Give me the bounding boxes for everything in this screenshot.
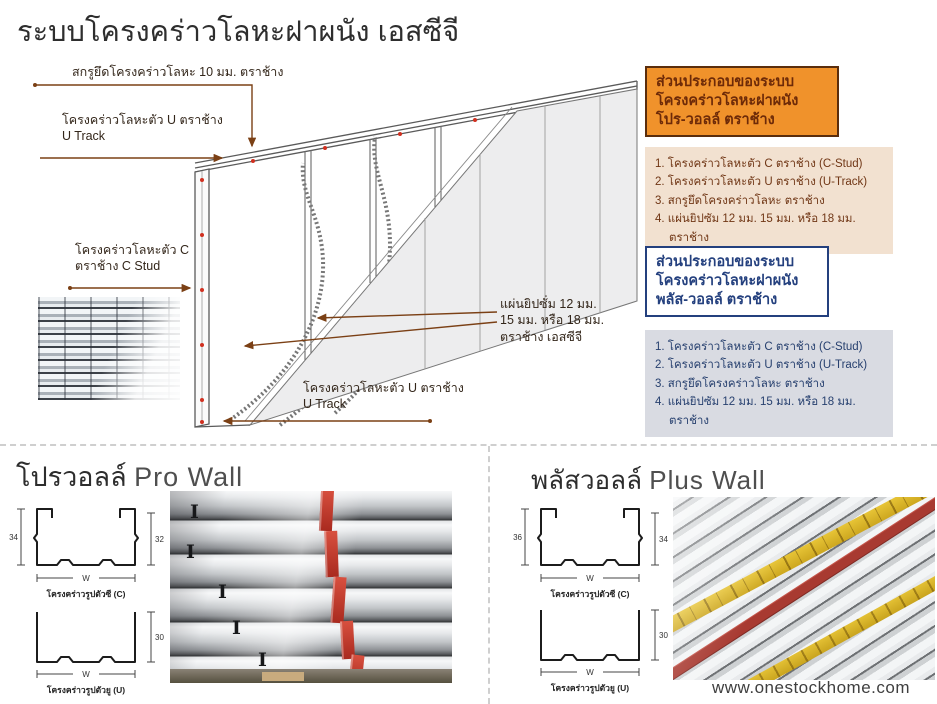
pro-header-line2: โครงคร่าวโลหะฝาผนัง <box>656 93 799 110</box>
list-item: 4. แผ่นยิปซัม 12 มม. 15 มม. หรือ 18 มม. <box>655 396 856 409</box>
pro-wall-heading-thai: โปรวอลล์ <box>16 462 127 492</box>
list-item: 2. โครงคร่าวโลหะตัว U ตราช้าง (U-Track) <box>655 176 868 189</box>
pro-wall-components-header: ส่วนประกอบของระบบ โครงคร่าวโลหะฝาผนัง โป… <box>645 66 839 138</box>
dim-width: W <box>82 574 90 583</box>
list-item: 4. แผ่นยิปซัม 12 มม. 15 มม. หรือ 18 มม. <box>655 213 856 226</box>
pro-wall-heading: โปรวอลล์ Pro Wall <box>16 455 243 498</box>
horizontal-dashed-divider <box>0 444 937 446</box>
list-item: 1. โครงคร่าวโลหะตัว C ตราช้าง (C-Stud) <box>655 341 863 353</box>
pro-u-profile-drawing: 30 W โครงคร่าวรูปตัวยู (U) <box>36 611 164 696</box>
red-stripe <box>673 497 935 680</box>
stud-end-mark: I <box>258 649 267 671</box>
label-u-track-top-line2: U Track <box>62 129 106 144</box>
pro-c-profile-drawing: 34 32 W โครงคร่าวรูปตัวซี (C) <box>9 508 164 600</box>
profile-caption: โครงคร่าวรูปตัวซี (C) <box>550 589 630 600</box>
red-strap <box>340 620 355 660</box>
label-u-track-top: โครงคร่าวโลหะตัว U ตราช้าง U Track <box>62 112 223 145</box>
pro-wall-photo: I I I I I <box>170 491 452 683</box>
plus-u-profile-drawing: 30 W โครงคร่าวรูปตัวยู (U) <box>540 609 668 694</box>
label-screw: สกรูยึดโครงคร่าวโลหะ 10 มม. ตราช้าง <box>72 64 283 80</box>
plus-c-profile-drawing: 36 34 W โครงคร่าวรูปตัวซี (C) <box>513 508 668 600</box>
list-item-continuation: ตราช้าง <box>669 414 709 427</box>
list-item: 3. สกรูยึดโครงคร่าวโลหะ ตราช้าง <box>655 194 825 207</box>
label-gypsum: แผ่นยิปซั่ม 12 มม. 15 มม. หรือ 18 มม. ตร… <box>500 296 630 345</box>
plus-wall-heading: พลัสวอลล์ Plus Wall <box>531 460 766 501</box>
label-c-stud-line1: โครงคร่าวโลหะตัว C <box>75 243 189 257</box>
plus-wall-components-list: 1. โครงคร่าวโลหะตัว C ตราช้าง (C-Stud) 2… <box>645 330 893 437</box>
vertical-dashed-divider <box>488 446 490 704</box>
yellow-tape <box>744 497 935 680</box>
pro-wall-heading-en: Pro Wall <box>134 462 244 492</box>
red-strap <box>324 530 339 578</box>
stud-end-mark: I <box>232 617 241 639</box>
dim-width: W <box>586 574 594 583</box>
profile-caption: โครงคร่าวรูปตัวยู (U) <box>46 685 125 696</box>
dim-left: 36 <box>513 533 522 542</box>
label-u-track-bottom-line2: U Track <box>303 397 347 412</box>
diagonal-studs <box>673 497 935 680</box>
page-title: ระบบโครงคร่าวโลหะฝาผนัง เอสซีจี <box>17 16 460 48</box>
plus-header-line1: ส่วนประกอบของระบบ <box>656 254 795 270</box>
dim-right: 30 <box>659 631 668 640</box>
label-c-stud: โครงคร่าวโลหะตัว C ตราช้าง C Stud <box>75 242 189 275</box>
plus-wall-heading-en: Plus Wall <box>649 465 766 495</box>
list-item: 2. โครงคร่าวโลหะตัว U ตราช้าง (U-Track) <box>655 359 868 372</box>
photo-floor-shadow <box>170 669 452 683</box>
red-strap <box>318 491 335 532</box>
stud-end-mark: I <box>186 541 195 563</box>
left-u-track-drawing <box>194 168 210 428</box>
label-gypsum-line3: ตราช้าง เอสซีจี <box>500 329 583 344</box>
label-u-track-bottom-line1: โครงคร่าวโลหะตัว U ตราช้าง <box>303 381 464 395</box>
plus-header-line3: พลัส-วอลล์ ตราช้าง <box>656 292 778 309</box>
profile-caption: โครงคร่าวรูปตัวยู (U) <box>550 683 629 694</box>
label-gypsum-line1: แผ่นยิปซั่ม 12 มม. <box>500 297 597 311</box>
plus-wall-components-header: ส่วนประกอบของระบบ โครงคร่าวโลหะฝาผนัง พล… <box>645 246 829 318</box>
label-gypsum-line2: 15 มม. หรือ 18 มม. <box>500 313 605 328</box>
pro-header-line3: โปร-วอลล์ ตราช้าง <box>656 112 775 129</box>
dim-right: 32 <box>155 535 164 544</box>
label-screw-text: สกรูยึดโครงคร่าวโลหะ 10 มม. ตราช้าง <box>72 65 284 79</box>
label-c-stud-line2: ตราช้าง C Stud <box>75 259 161 274</box>
pro-header-line1: ส่วนประกอบของระบบ <box>656 74 795 90</box>
pro-wall-components-list: 1. โครงคร่าวโลหะตัว C ตราช้าง (C-Stud) 2… <box>645 147 893 254</box>
gypsum-panel-drawing <box>194 88 638 428</box>
list-item: 1. โครงคร่าวโลหะตัว C ตราช้าง (C-Stud) <box>655 158 863 170</box>
label-u-track-top-line1: โครงคร่าวโลหะตัว U ตราช้าง <box>62 113 223 127</box>
dim-right: 34 <box>659 535 668 544</box>
profile-caption: โครงคร่าวรูปตัวซี (C) <box>46 589 126 600</box>
label-u-track-bottom: โครงคร่าวโลหะตัว U ตราช้าง U Track <box>303 380 464 413</box>
plus-wall-photo <box>673 497 935 680</box>
list-item: 3. สกรูยึดโครงคร่าวโลหะ ตราช้าง <box>655 377 825 390</box>
dim-right: 30 <box>155 633 164 642</box>
dim-left: 34 <box>9 533 18 542</box>
yellow-tape <box>673 497 935 680</box>
plus-wall-heading-thai: พลัสวอลล์ <box>531 465 643 495</box>
dim-width: W <box>586 668 594 677</box>
red-strap <box>330 576 347 624</box>
website-url: www.onestockhome.com <box>711 678 910 697</box>
dim-width: W <box>82 670 90 679</box>
cardboard-spacer <box>262 672 304 681</box>
stud-end-mark: I <box>190 501 199 523</box>
stud-end-mark: I <box>218 581 227 603</box>
plus-header-line2: โครงคร่าวโลหะฝาผนัง <box>656 273 799 290</box>
list-item-continuation: ตราช้าง <box>669 231 709 244</box>
stacked-studs-photo <box>38 297 180 400</box>
screw-dots <box>200 118 477 424</box>
